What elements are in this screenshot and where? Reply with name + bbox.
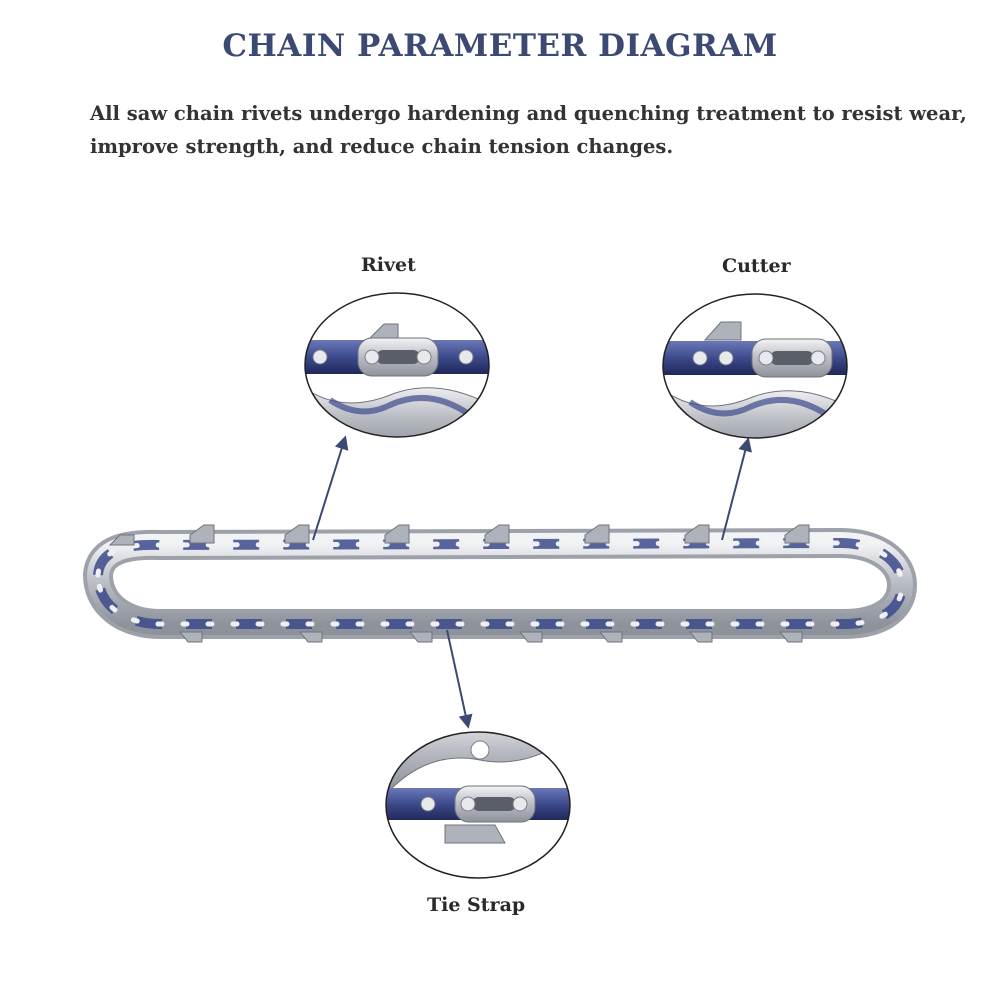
cutter-label: Cutter	[722, 255, 791, 277]
cutter-detail-zoom	[662, 293, 848, 439]
page-title: CHAIN PARAMETER DIAGRAM	[222, 28, 778, 64]
saw-chain	[82, 524, 918, 643]
rivet-arrow	[312, 435, 349, 541]
tie-strap-detail-zoom	[385, 731, 571, 879]
tie-strap-arrow	[446, 629, 473, 729]
rivet-label: Rivet	[361, 254, 416, 276]
description-text: All saw chain rivets undergo hardening a…	[90, 102, 967, 158]
tie-strap-label: Tie Strap	[427, 894, 526, 916]
cutter-arrow	[721, 437, 752, 541]
rivet-detail-zoom	[304, 292, 490, 438]
